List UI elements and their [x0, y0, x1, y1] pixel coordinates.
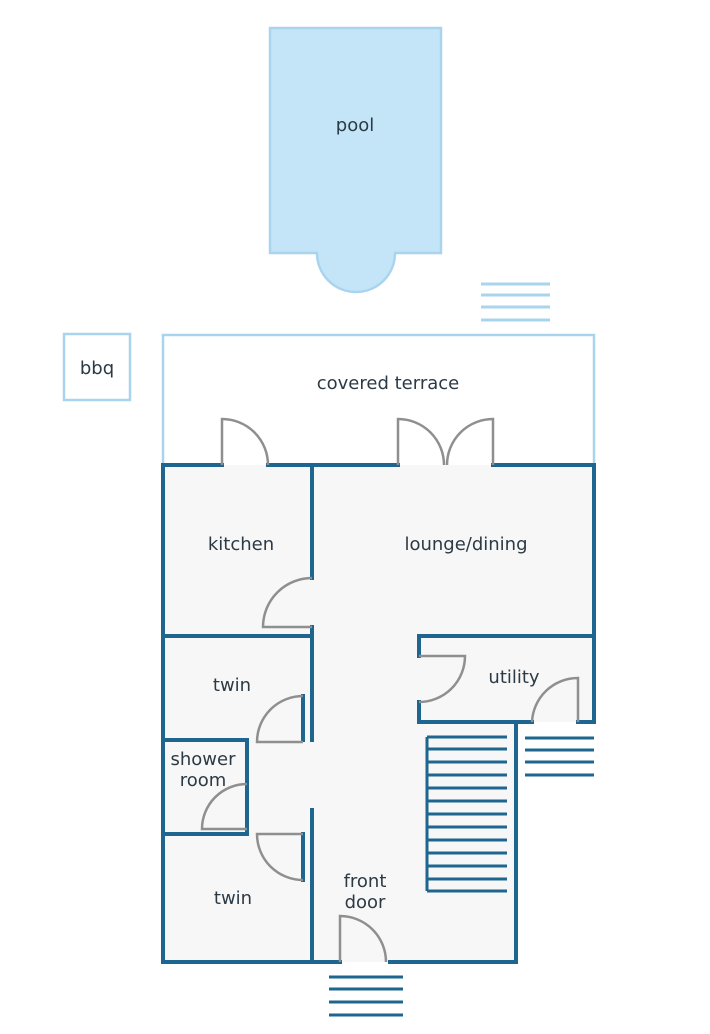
doors	[200, 417, 580, 963]
kitchen-label: kitchen	[208, 534, 274, 555]
pool: pool	[268, 26, 443, 294]
bbq-label: bbq	[80, 358, 114, 379]
utility-steps	[525, 736, 594, 777]
shower-room-label-line2: room	[180, 770, 227, 791]
staircase	[425, 735, 507, 893]
shower-room-label-line1: shower	[171, 749, 237, 770]
pool-label: pool	[336, 115, 374, 136]
twin-upper-label: twin	[213, 675, 251, 696]
terrace-outline	[161, 333, 596, 465]
house-floor	[163, 465, 594, 962]
bbq: bbq	[62, 332, 132, 402]
front-door-label-line1: front	[344, 871, 387, 892]
front-door-label-line2: door	[345, 892, 386, 913]
exterior-walls	[161, 463, 596, 964]
pool-basin	[268, 26, 443, 294]
utility-label: utility	[488, 667, 540, 688]
bbq-box	[62, 332, 132, 402]
twin-lower-label: twin	[214, 888, 252, 909]
terrace-label: covered terrace	[317, 373, 459, 394]
front-steps	[329, 975, 403, 1017]
covered-terrace: covered terrace	[161, 333, 596, 465]
lounge-dining-label: lounge/dining	[404, 534, 527, 555]
pool-steps	[481, 282, 550, 322]
interior-walls	[161, 463, 596, 964]
